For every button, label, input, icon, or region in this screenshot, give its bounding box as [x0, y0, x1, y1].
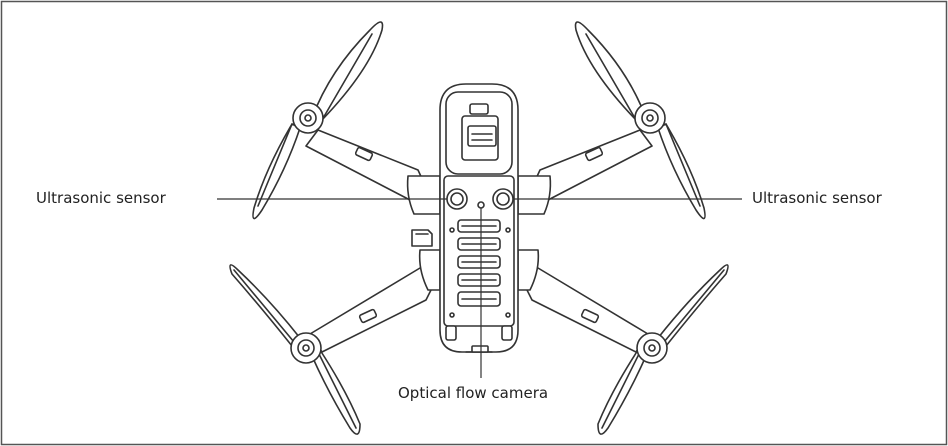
microsd-card-icon: [411, 229, 433, 247]
ultrasonic-sensor-left-label: Ultrasonic sensor: [36, 189, 166, 207]
right-arm-hub: [517, 175, 552, 215]
rear-right-motor: [636, 332, 668, 364]
front-left-motor: [292, 102, 324, 134]
rear-right-propeller: [597, 264, 729, 435]
ultrasonic-sensor-left-icon: [446, 188, 468, 210]
front-right-motor: [634, 102, 666, 134]
front-right-propeller: [574, 21, 706, 220]
optical-flow-camera-icon: [477, 201, 485, 209]
rear-left-motor: [290, 332, 322, 364]
left-arm-hub: [406, 175, 441, 215]
vent-slots: [457, 219, 501, 307]
ultrasonic-sensor-right-label: Ultrasonic sensor: [752, 189, 882, 207]
ultrasonic-sensor-right-icon: [492, 188, 514, 210]
rear-left-propeller: [229, 264, 361, 435]
optical-flow-camera-label: Optical flow camera: [398, 384, 549, 402]
front-left-propeller: [252, 21, 384, 220]
